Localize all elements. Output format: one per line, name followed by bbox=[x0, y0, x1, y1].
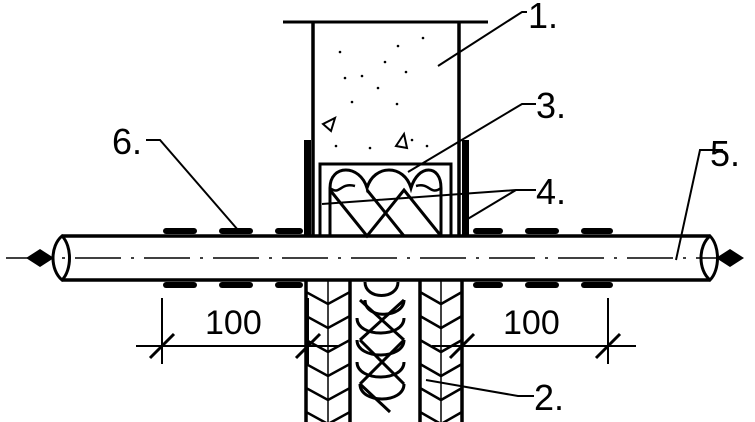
label-1-concrete: 1. bbox=[528, 0, 558, 36]
label-4-sealant: 4. bbox=[536, 171, 566, 212]
label-3-insulation: 3. bbox=[536, 85, 566, 126]
concrete-wall-upper bbox=[283, 20, 488, 236]
sealant-strips bbox=[304, 140, 469, 236]
insulation-lower bbox=[355, 281, 406, 414]
label-5-pipe: 5. bbox=[710, 133, 740, 174]
label-2-wall: 2. bbox=[534, 377, 564, 418]
dimension-lines bbox=[136, 298, 636, 364]
label-6-wrap: 6. bbox=[112, 121, 142, 162]
pipe-wrap bbox=[163, 228, 613, 288]
leader-lines bbox=[146, 11, 723, 397]
wall-jamb-lower bbox=[304, 280, 464, 422]
dimension-left: 100 bbox=[205, 304, 262, 342]
dimension-right: 100 bbox=[503, 304, 560, 342]
pipe bbox=[6, 233, 748, 283]
